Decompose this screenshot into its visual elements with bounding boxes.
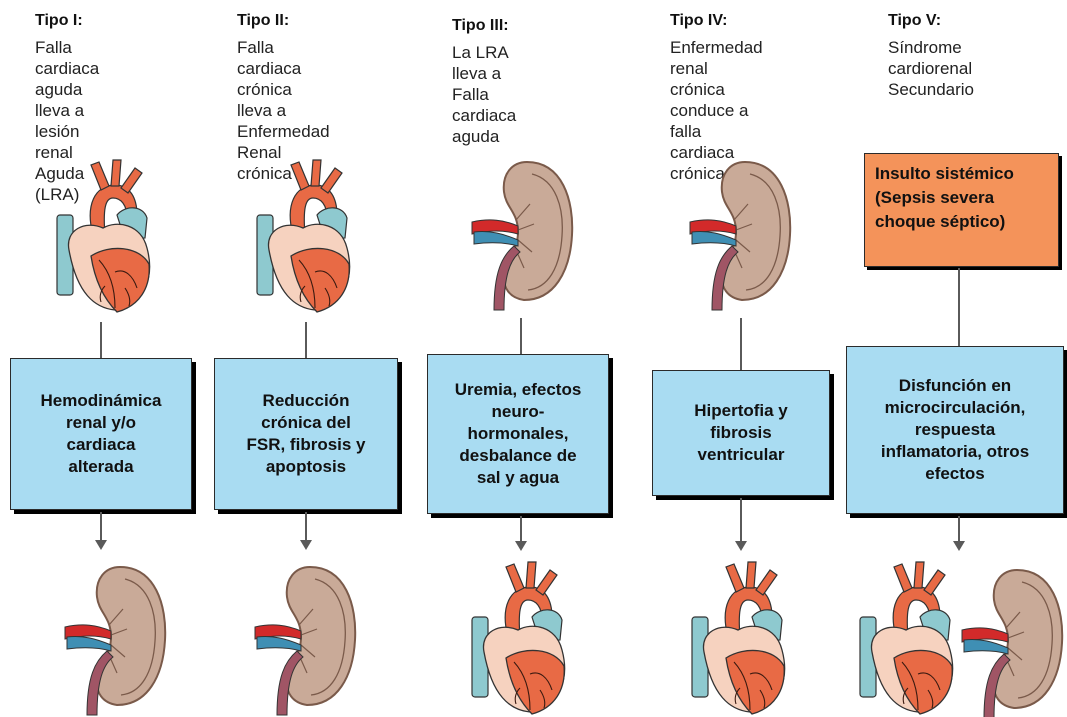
mechanism-box: Reducción crónica del FSR, fibrosis y ap… [214, 358, 398, 510]
kidney-icon [255, 565, 360, 715]
heart-icon [255, 160, 355, 315]
mechanism-box: Disfunción en microcirculación, respuest… [846, 346, 1064, 514]
mechanism-box: Hemodinámica renal y/o cardiaca alterada [10, 358, 192, 510]
connector-line [740, 498, 742, 542]
heart-icon [690, 562, 790, 717]
arrow-down-icon [300, 540, 312, 550]
connector-line [520, 318, 522, 356]
arrow-down-icon [515, 541, 527, 551]
connector-line [100, 512, 102, 540]
heart-icon [858, 562, 958, 717]
mechanism-box: Hipertofia y fibrosis ventricular [652, 370, 830, 496]
connector-line [305, 322, 307, 360]
column-title: Tipo II: [237, 12, 289, 30]
connector-line [100, 322, 102, 360]
connector-line [958, 516, 960, 542]
column-description: Síndrome cardiorenal Secundario [888, 37, 974, 100]
column-title: Tipo III: [452, 17, 509, 35]
kidney-icon [962, 568, 1062, 713]
arrow-down-icon [953, 541, 965, 551]
systemic-insult-box: Insulto sistémico (Sepsis severa choque … [864, 153, 1059, 267]
arrow-down-icon [735, 541, 747, 551]
kidney-icon [690, 160, 795, 310]
connector-line [958, 268, 960, 348]
column-title: Tipo IV: [670, 12, 727, 30]
column-title: Tipo I: [35, 12, 83, 30]
connector-line [305, 512, 307, 540]
kidney-icon [65, 565, 170, 715]
heart-icon [55, 160, 155, 315]
heart-icon [470, 562, 570, 717]
mechanism-box: Uremia, efectos neuro- hormonales, desba… [427, 354, 609, 514]
arrow-down-icon [95, 540, 107, 550]
connector-line [740, 318, 742, 372]
column-description: La LRA lleva a Falla cardiaca aguda [452, 42, 516, 147]
connector-line [520, 516, 522, 542]
column-title: Tipo V: [888, 12, 941, 30]
kidney-icon [472, 160, 577, 310]
